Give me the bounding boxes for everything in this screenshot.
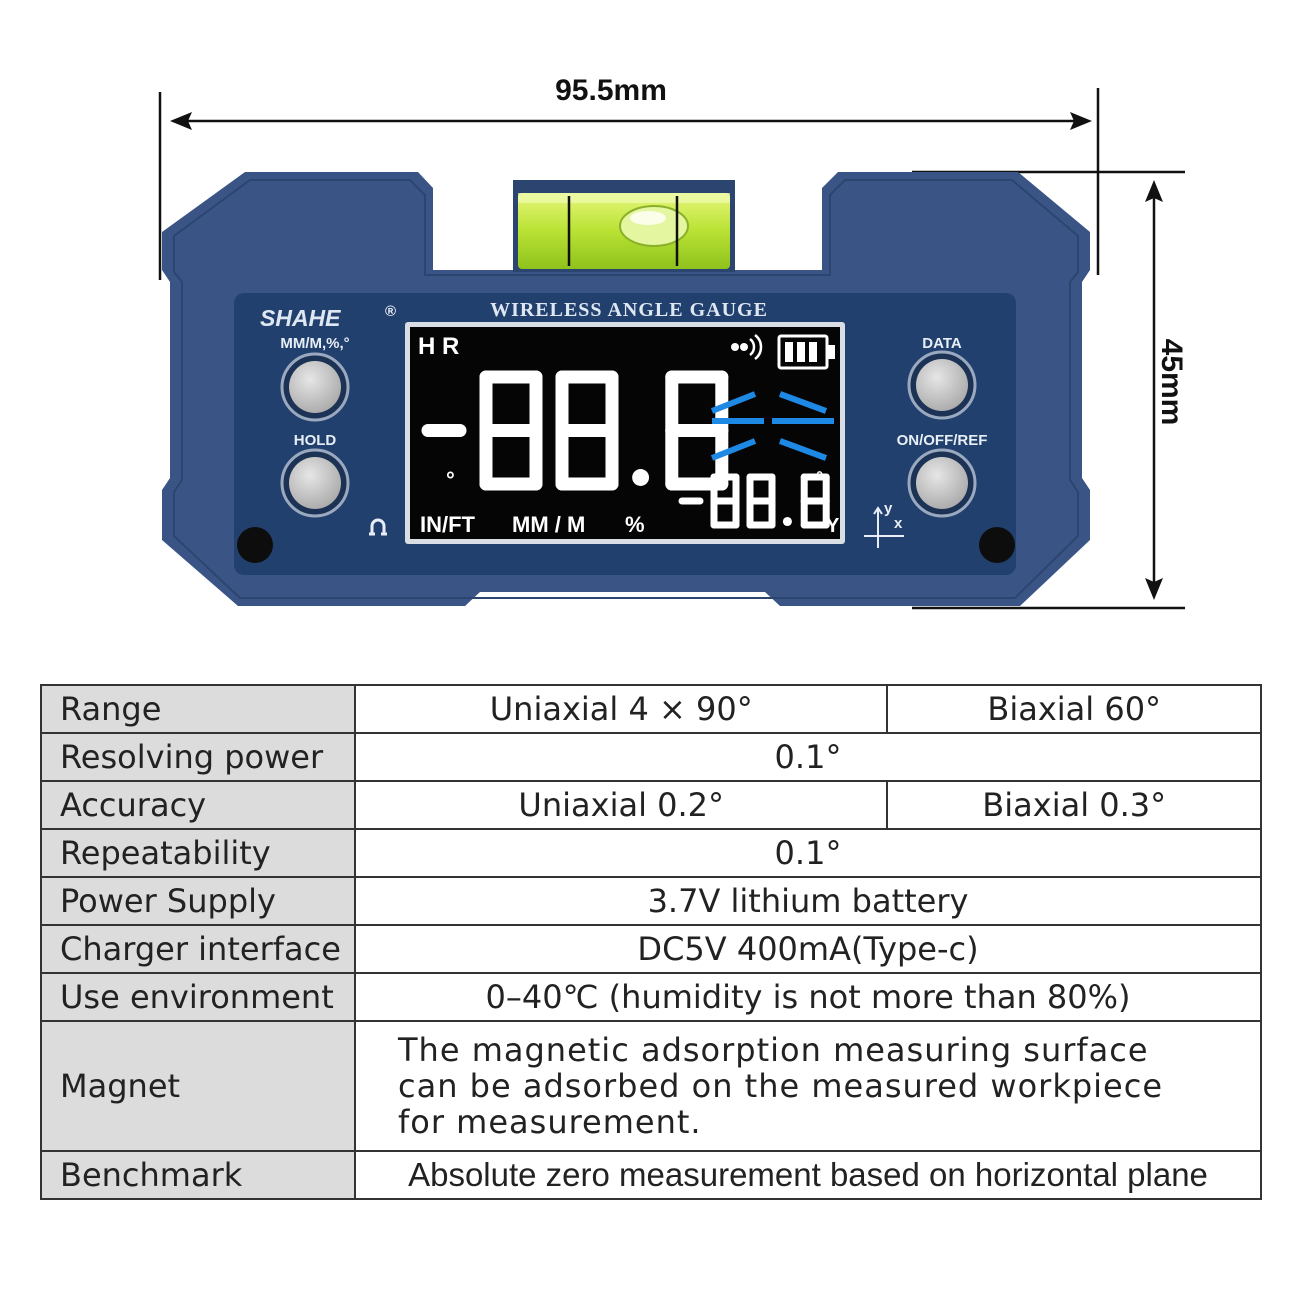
lcd-mode: H R <box>418 333 459 360</box>
spec-label: Range <box>40 684 356 734</box>
spec-label: Power Supply <box>40 876 356 926</box>
table-row: Resolving power 0.1° <box>40 732 1262 782</box>
hold-button-label: HOLD <box>294 432 337 449</box>
spec-value: 3.7V lithium battery <box>354 876 1262 926</box>
spec-line: can be adsorbed on the measured workpiec… <box>398 1067 1164 1105</box>
width-label: 95.5mm <box>555 74 667 107</box>
spec-value: Biaxial 0.3° <box>886 780 1262 830</box>
unit-percent: % <box>625 512 645 537</box>
spec-value: DC5V 400mA(Type-c) <box>354 924 1262 974</box>
spec-value: 0.1° <box>354 828 1262 878</box>
spec-value: Biaxial 60° <box>886 684 1262 734</box>
axis-y-label: Y <box>826 515 840 537</box>
spec-label: Charger interface <box>40 924 356 974</box>
main-reading-dot: ° <box>446 467 455 492</box>
axis-icon-y: y <box>884 500 893 517</box>
brand-mark: ® <box>385 303 396 320</box>
spec-label: Use environment <box>40 972 356 1022</box>
unit-mm-m: MM / M <box>512 512 585 537</box>
spec-label: Magnet <box>40 1020 356 1152</box>
power-button-label: ON/OFF/REF <box>897 432 988 449</box>
data-button-label: DATA <box>922 335 962 352</box>
main-reading <box>421 370 729 491</box>
table-row: Repeatability 0.1° <box>40 828 1262 878</box>
axis-icon-x: x <box>894 515 903 532</box>
unit-button-label: MM/M,%,° <box>280 335 349 352</box>
power-button[interactable] <box>907 448 977 518</box>
spec-value: 0–40℃ (humidity is not more than 80%) <box>354 972 1262 1022</box>
brand-logo: SHAHE <box>260 305 341 331</box>
mount-hole-right <box>979 527 1015 563</box>
spec-line: The magnetic adsorption measuring surfac… <box>398 1031 1149 1069</box>
secondary-reading <box>678 473 830 529</box>
spec-value: The magnetic adsorption measuring surfac… <box>354 1020 1262 1152</box>
seg-decimal-point <box>782 516 792 527</box>
spec-label: Accuracy <box>40 780 356 830</box>
data-button[interactable] <box>907 350 977 420</box>
width-dimension: 95.5mm <box>158 74 1100 280</box>
table-row: Power Supply 3.7V lithium battery <box>40 876 1262 926</box>
bubble-vial <box>513 180 735 272</box>
table-row: Accuracy Uniaxial 0.2° Biaxial 0.3° <box>40 780 1262 830</box>
secondary-degree: ° <box>816 468 823 488</box>
table-row: Use environment 0–40℃ (humidity is not m… <box>40 972 1262 1022</box>
signal-icon <box>731 334 763 360</box>
angle-indicator <box>710 391 834 461</box>
hold-button[interactable] <box>280 448 350 518</box>
seg-decimal-point <box>632 469 650 486</box>
spec-label: Benchmark <box>40 1150 356 1200</box>
table-row: Charger interface DC5V 400mA(Type-c) <box>40 924 1262 974</box>
spec-label: Resolving power <box>40 732 356 782</box>
unit-in-ft: IN/FT <box>420 512 476 537</box>
table-row: Magnet The magnetic adsorption measuring… <box>40 1020 1262 1152</box>
unit-button[interactable] <box>280 352 350 422</box>
axis-icon: y x <box>864 500 904 548</box>
battery-icon <box>777 334 835 370</box>
lcd-display: H R ° ° ° <box>405 322 845 544</box>
table-row: Range Uniaxial 4 × 90° Biaxial 60° <box>40 684 1262 734</box>
magnet-icon <box>369 518 387 536</box>
main-degree: ° <box>682 365 696 403</box>
height-label: 45mm <box>1155 339 1188 426</box>
spec-table: Range Uniaxial 4 × 90° Biaxial 60° Resol… <box>40 684 1262 1200</box>
spec-value: 0.1° <box>354 732 1262 782</box>
table-row: Benchmark Absolute zero measurement base… <box>40 1150 1262 1200</box>
spec-line: for measurement. <box>398 1103 702 1141</box>
device-illustration: 95.5mm 45mm SHAHE ® WIRELESS ANGLE GAUG <box>158 74 1188 610</box>
device-title: WIRELESS ANGLE GAUGE <box>490 299 768 321</box>
mount-hole-left <box>237 527 273 563</box>
spec-value: Uniaxial 4 × 90° <box>353 684 889 734</box>
spec-label: Repeatability <box>40 828 356 878</box>
spec-value: Uniaxial 0.2° <box>353 780 889 830</box>
height-dimension: 45mm <box>912 170 1188 610</box>
spec-value: Absolute zero measurement based on horiz… <box>354 1150 1262 1200</box>
